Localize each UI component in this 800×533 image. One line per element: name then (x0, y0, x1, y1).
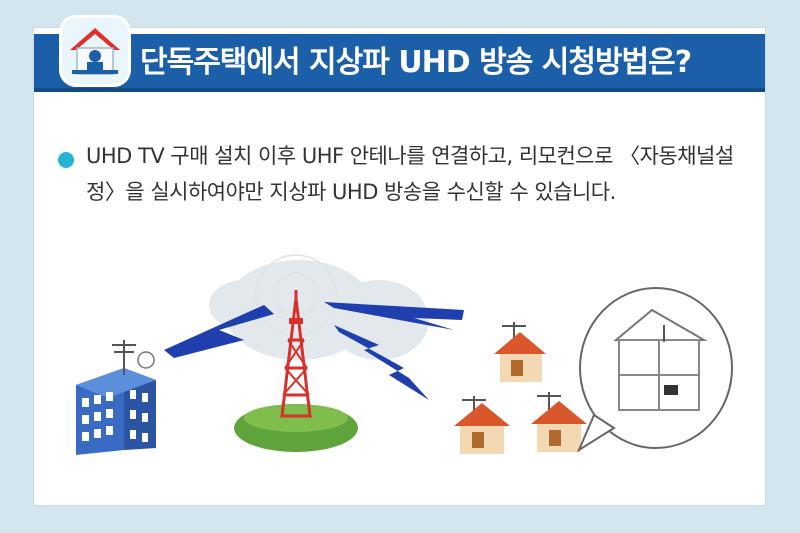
signal-bolt-left (164, 305, 274, 358)
signal-bolt-upper-right (324, 302, 464, 330)
header-bar (34, 34, 765, 92)
page-title: 단독주택에서 지상파 UHD 방송 시청방법은? (140, 45, 692, 80)
description-text: UHD TV 구매 설치 이후 UHF 안테나를 연결하고, 리모컨으로 〈자동… (86, 144, 734, 204)
house-right-top (494, 322, 546, 382)
bullet-icon (58, 152, 74, 168)
broadcast-illustration (76, 254, 733, 455)
house-icon (62, 18, 128, 84)
house-interior-bubble (576, 287, 733, 453)
broadcast-tower (234, 290, 358, 452)
apartment-building (76, 340, 156, 455)
house-bottom-left (454, 396, 510, 454)
house-bottom-right (531, 392, 587, 452)
signal-bolt-lower-right (334, 325, 429, 400)
